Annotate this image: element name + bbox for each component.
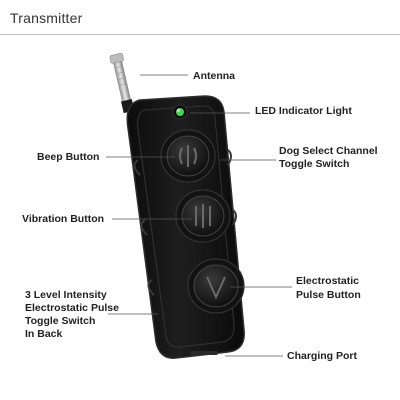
header: Transmitter — [0, 0, 400, 38]
electrostatic-pulse-button[interactable] — [187, 258, 245, 314]
page-title: Transmitter — [10, 10, 83, 26]
label-intensity-line1: 3 Level Intensity — [25, 289, 107, 301]
label-electrostatic-line2: Pulse Button — [296, 289, 361, 301]
label-dog-select-line1: Dog Select Channel — [279, 145, 378, 157]
charging-port — [190, 351, 218, 355]
label-led-indicator: LED Indicator Light — [255, 105, 352, 117]
label-intensity-line3: Toggle Switch — [25, 315, 96, 327]
antenna — [109, 53, 135, 114]
label-vibration-button: Vibration Button — [22, 213, 105, 225]
led-indicator — [172, 104, 188, 120]
label-intensity-line2: Electrostatic Pulse — [25, 302, 119, 314]
leader-lines — [106, 74, 292, 357]
label-dog-select-line2: Toggle Switch — [279, 158, 350, 170]
label-intensity-line4: In Back — [25, 328, 63, 340]
label-beep-button: Beep Button — [37, 151, 100, 163]
label-charging-port: Charging Port — [287, 350, 357, 362]
vibration-button[interactable] — [175, 189, 231, 243]
beep-button[interactable] — [160, 129, 216, 183]
label-antenna: Antenna — [193, 70, 235, 82]
header-divider — [0, 34, 400, 35]
label-electrostatic-line1: Electrostatic — [296, 275, 360, 287]
